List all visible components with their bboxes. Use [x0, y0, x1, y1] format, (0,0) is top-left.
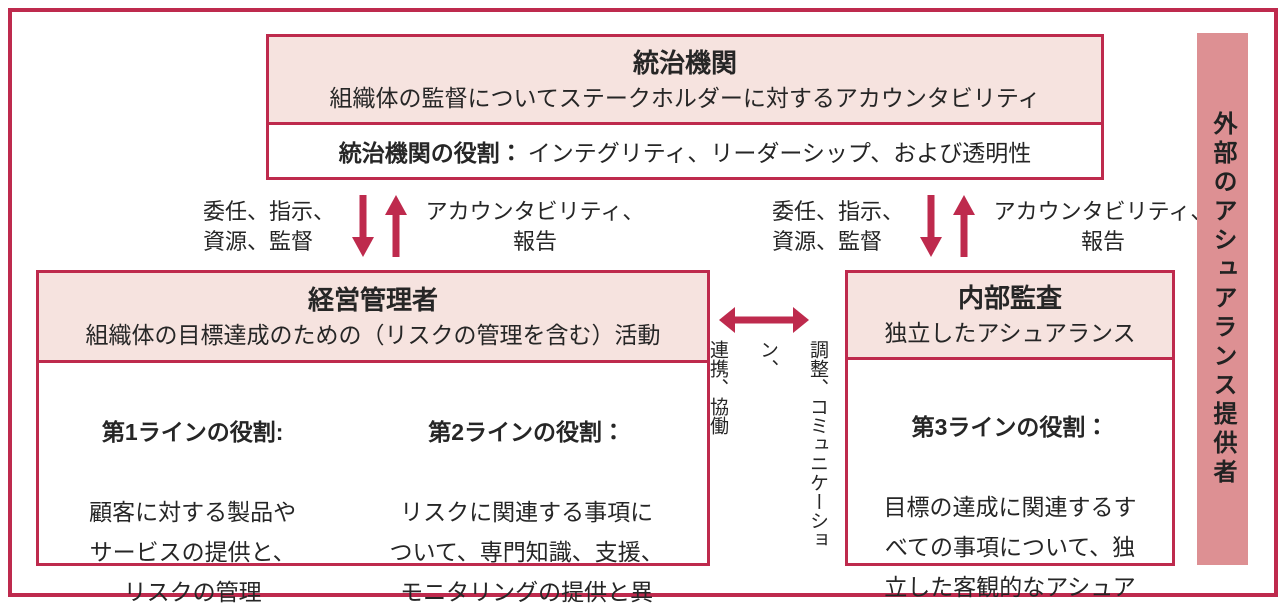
second-line-text: リスクに関連する事項に ついて、専門知識、支援、 モニタリングの提供と異 議申し…: [389, 499, 664, 605]
management-header: 経営管理者 組織体の目標達成のための（リスクの管理を含む）活動: [39, 273, 707, 363]
external-assurance-label: 外部のアシュアランス提供者: [1209, 110, 1236, 488]
coordination-vertical-label: 調整、コミュニケーション、 連携、協働: [707, 340, 828, 549]
internal-audit-box: 内部監査 独立したアシュアランス 第3ラインの役割： 目標の達成に関連するす べ…: [845, 270, 1175, 600]
first-line-text: 顧客に対する製品や サービスの提供と、 リスクの管理: [89, 499, 297, 605]
double-arrow-icon: [719, 307, 809, 333]
down-arrow-icon: [352, 195, 374, 257]
governing-body-role-text: インテグリティ、リーダーシップ、および透明性: [527, 140, 1032, 166]
management-subtitle: 組織体の目標達成のための（リスクの管理を含む）活動: [85, 321, 661, 348]
internal-audit-header: 内部監査 独立したアシュアランス: [848, 273, 1172, 360]
down-arrow-icon: [920, 195, 942, 257]
internal-audit-subtitle: 独立したアシュアランス: [884, 320, 1136, 346]
internal-audit-title: 内部監査: [957, 283, 1062, 313]
delegation-down-label-right: 委任、指示、 資源、監督: [772, 199, 905, 254]
external-assurance-bar: 外部のアシュアランス提供者: [1197, 33, 1248, 565]
governing-body-box: 統治機関 組織体の監督についてステークホルダーに対するアカウンタビリティ 統治機…: [266, 34, 1104, 180]
up-arrow-icon: [385, 195, 407, 257]
governing-body-role-strip: 統治機関の役割： インテグリティ、リーダーシップ、および透明性: [269, 125, 1101, 177]
first-line-roles: 第1ラインの役割: 顧客に対する製品や サービスの提供と、 リスクの管理: [39, 372, 346, 606]
governing-body-title: 統治機関: [632, 47, 737, 78]
accountability-up-label-right: アカウンタビリティ、 報告: [993, 199, 1213, 254]
outer-border: [8, 8, 1278, 597]
up-arrow-icon: [953, 195, 975, 257]
management-body: 第1ラインの役割: 顧客に対する製品や サービスの提供と、 リスクの管理 第2ラ…: [39, 363, 707, 606]
third-line-text: 目標の達成に関連するす べての事項について、独 立した客観的なアシュア ランスと…: [883, 494, 1137, 600]
governing-body-role-label: 統治機関の役割：: [338, 140, 523, 166]
governing-body-header: 統治機関 組織体の監督についてステークホルダーに対するアカウンタビリティ: [269, 37, 1101, 125]
first-line-heading: 第1ラインの役割:: [101, 419, 284, 445]
third-line-heading: 第3ラインの役割：: [911, 414, 1109, 440]
second-line-heading: 第2ラインの役割：: [428, 419, 626, 445]
delegation-down-label-left: 委任、指示、 資源、監督: [203, 199, 336, 254]
accountability-up-label-left: アカウンタビリティ、 報告: [425, 199, 645, 254]
third-line-roles: 第3ラインの役割： 目標の達成に関連するす べての事項について、独 立した客観的…: [848, 360, 1172, 606]
second-line-roles: 第2ラインの役割： リスクに関連する事項に ついて、専門知識、支援、 モニタリン…: [346, 372, 707, 606]
management-box: 経営管理者 組織体の目標達成のための（リスクの管理を含む）活動 第1ラインの役割…: [36, 270, 710, 605]
management-title: 経営管理者: [307, 284, 438, 315]
governing-body-subtitle: 組織体の監督についてステークホルダーに対するアカウンタビリティ: [329, 84, 1041, 111]
